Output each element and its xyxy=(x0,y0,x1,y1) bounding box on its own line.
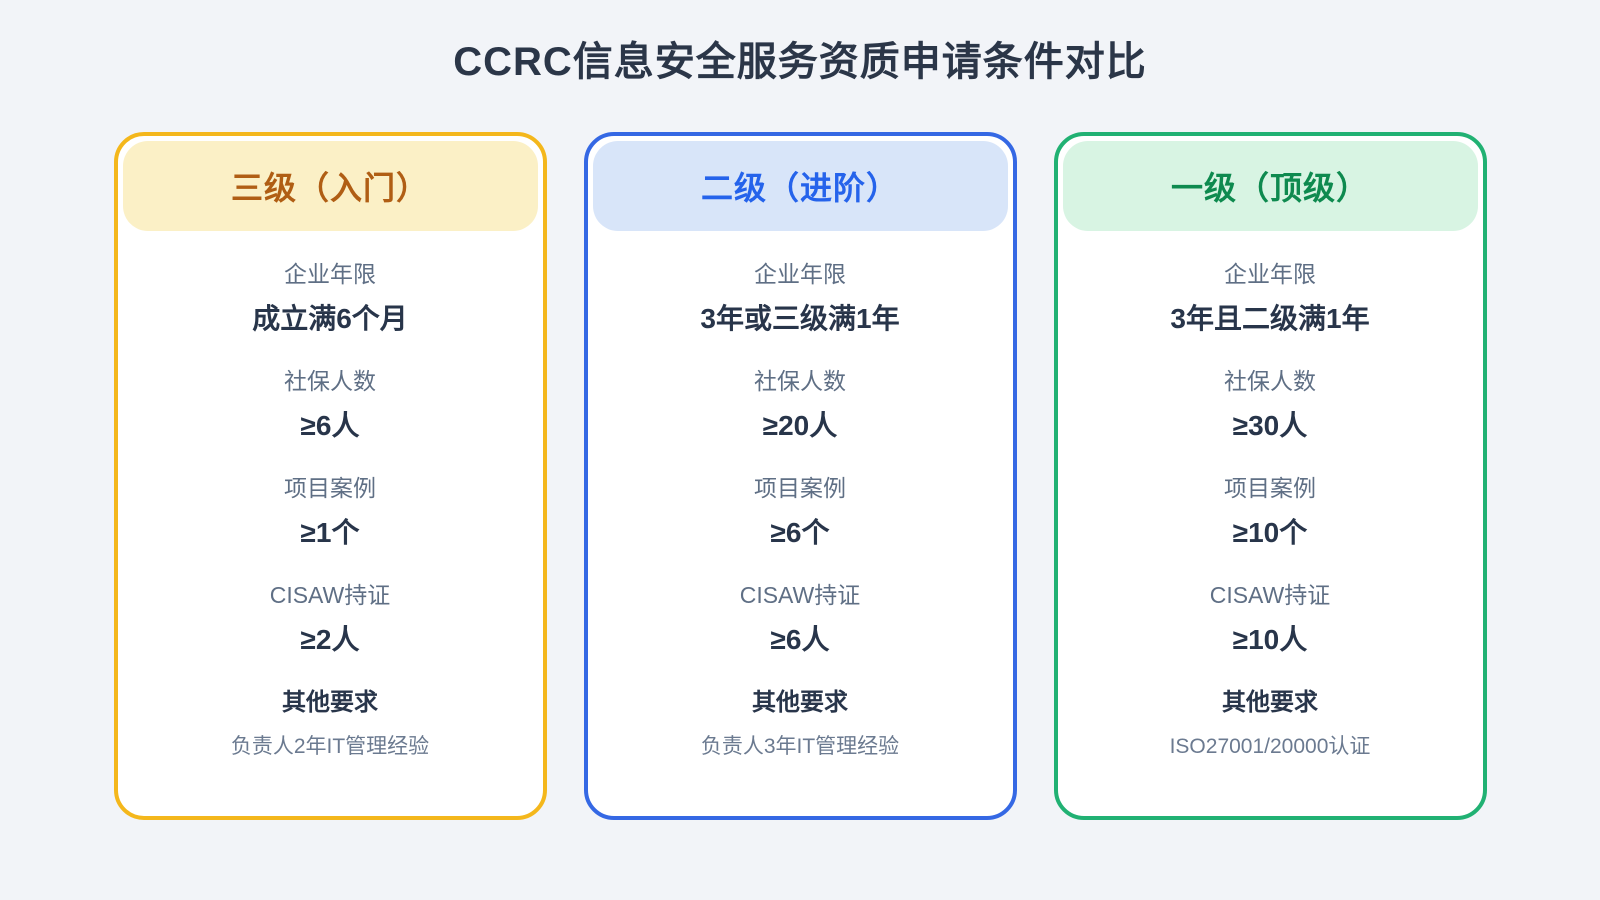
requirement-value: 3年且二级满1年 xyxy=(1170,303,1370,334)
requirement-row-project-cases: 项目案例 ≥10个 xyxy=(1058,477,1483,547)
requirement-value: ≥10人 xyxy=(1232,624,1308,655)
requirement-label: CISAW持证 xyxy=(739,582,861,608)
qualification-card-level-2: 二级（进阶） 企业年限 3年或三级满1年 社保人数 ≥20人 项目案例 ≥6个 … xyxy=(583,132,1017,820)
card-title: 一级（顶级） xyxy=(1170,170,1369,206)
requirement-value: 负责人3年IT管理经验 xyxy=(700,735,900,758)
requirement-row-cisaw: CISAW持证 ≥2人 xyxy=(118,584,543,654)
requirement-value: ≥1个 xyxy=(300,517,360,548)
card-body: 企业年限 成立满6个月 社保人数 ≥6人 项目案例 ≥1个 CISAW持证 ≥2… xyxy=(118,236,543,758)
requirement-label: 项目案例 xyxy=(284,475,376,501)
requirement-label: 其他要求 xyxy=(282,689,378,716)
requirement-label: 企业年限 xyxy=(284,261,376,287)
requirement-value: ≥6人 xyxy=(300,410,360,441)
requirement-label: 其他要求 xyxy=(1222,689,1318,716)
card-header-level-2: 二级（进阶） xyxy=(592,141,1008,231)
requirement-value: ≥6个 xyxy=(770,517,830,548)
requirement-value: 成立满6个月 xyxy=(252,303,408,334)
requirement-row-social-security: 社保人数 ≥20人 xyxy=(588,370,1013,440)
requirement-label: 社保人数 xyxy=(754,368,846,394)
requirement-value: ≥30人 xyxy=(1232,410,1308,441)
requirement-value: 3年或三级满1年 xyxy=(700,303,900,334)
card-header-level-1: 一级（顶级） xyxy=(1062,141,1478,231)
card-header-level-3: 三级（入门） xyxy=(122,141,538,231)
requirement-label: 社保人数 xyxy=(1224,368,1316,394)
requirement-row-social-security: 社保人数 ≥30人 xyxy=(1058,370,1483,440)
comparison-cards-container: 三级（入门） 企业年限 成立满6个月 社保人数 ≥6人 项目案例 ≥1个 CIS… xyxy=(0,132,1600,820)
requirement-row-project-cases: 项目案例 ≥6个 xyxy=(588,477,1013,547)
requirement-row-cisaw: CISAW持证 ≥6人 xyxy=(588,584,1013,654)
requirement-row-company-age: 企业年限 3年且二级满1年 xyxy=(1058,263,1483,333)
page-title: CCRC信息安全服务资质申请条件对比 xyxy=(453,40,1147,84)
requirement-label: 其他要求 xyxy=(752,689,848,716)
requirement-label: CISAW持证 xyxy=(1209,582,1331,608)
requirement-value: 负责人2年IT管理经验 xyxy=(230,735,430,758)
requirement-row-other: 其他要求 负责人3年IT管理经验 xyxy=(588,689,1013,758)
requirement-row-company-age: 企业年限 成立满6个月 xyxy=(118,263,543,333)
qualification-card-level-3: 三级（入门） 企业年限 成立满6个月 社保人数 ≥6人 项目案例 ≥1个 CIS… xyxy=(113,132,547,820)
card-title: 三级（入门） xyxy=(230,170,429,206)
requirement-label: 企业年限 xyxy=(1224,261,1316,287)
requirement-label: 项目案例 xyxy=(754,475,846,501)
card-title: 二级（进阶） xyxy=(700,170,899,206)
requirement-row-cisaw: CISAW持证 ≥10人 xyxy=(1058,584,1483,654)
qualification-card-level-1: 一级（顶级） 企业年限 3年且二级满1年 社保人数 ≥30人 项目案例 ≥10个… xyxy=(1053,132,1487,820)
requirement-value: ≥10个 xyxy=(1232,517,1308,548)
requirement-label: 企业年限 xyxy=(754,261,846,287)
requirement-value: ≥6人 xyxy=(770,624,830,655)
requirement-row-other: 其他要求 ISO27001/20000认证 xyxy=(1058,689,1483,758)
card-body: 企业年限 3年或三级满1年 社保人数 ≥20人 项目案例 ≥6个 CISAW持证… xyxy=(588,236,1013,758)
requirement-value: ISO27001/20000认证 xyxy=(1169,735,1371,758)
requirement-label: CISAW持证 xyxy=(269,582,391,608)
requirement-value: ≥2人 xyxy=(300,624,360,655)
requirement-row-other: 其他要求 负责人2年IT管理经验 xyxy=(118,689,543,758)
requirement-row-company-age: 企业年限 3年或三级满1年 xyxy=(588,263,1013,333)
requirement-label: 社保人数 xyxy=(284,368,376,394)
requirement-label: 项目案例 xyxy=(1224,475,1316,501)
requirement-row-social-security: 社保人数 ≥6人 xyxy=(118,370,543,440)
card-body: 企业年限 3年且二级满1年 社保人数 ≥30人 项目案例 ≥10个 CISAW持… xyxy=(1058,236,1483,758)
requirement-row-project-cases: 项目案例 ≥1个 xyxy=(118,477,543,547)
requirement-value: ≥20人 xyxy=(762,410,838,441)
